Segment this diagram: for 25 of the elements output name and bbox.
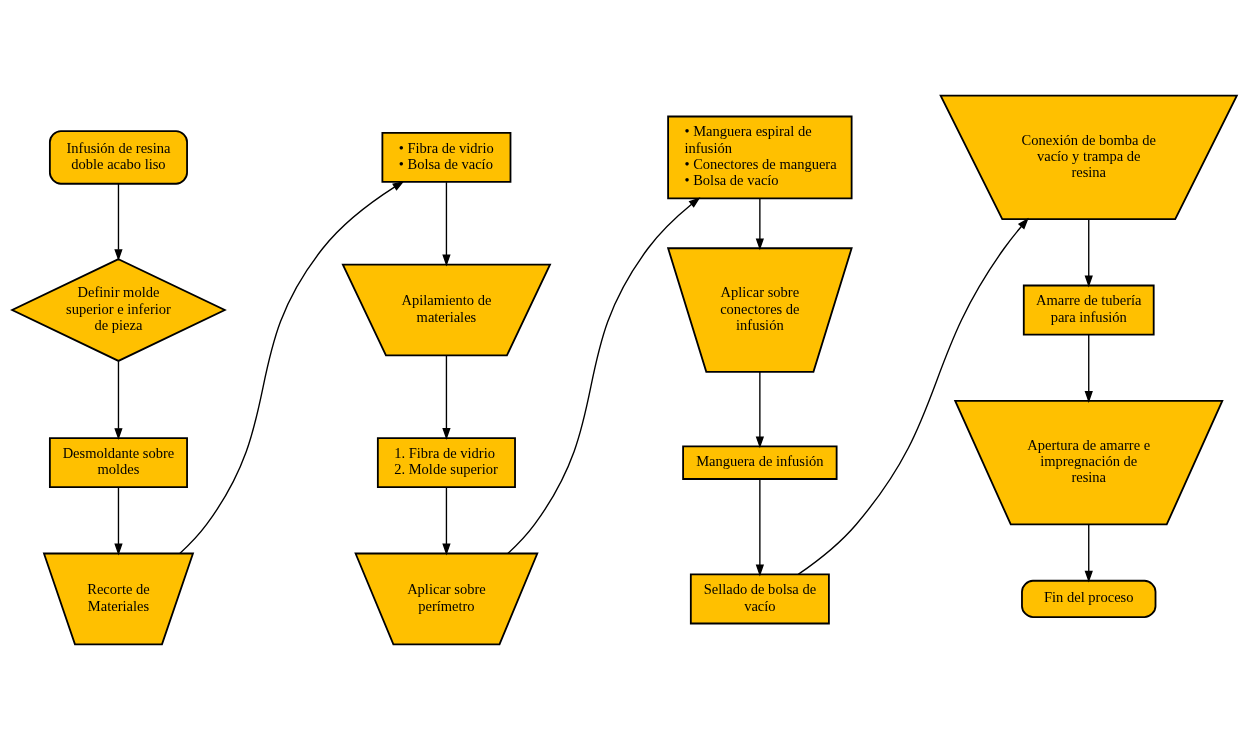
arrow (1084, 523, 1093, 583)
arrow (442, 181, 451, 267)
arrow (179, 180, 405, 555)
node-box: Infusión de resina doble acabo liso (48, 130, 188, 185)
node-box: Sellado de bolsa de vacío (689, 573, 830, 625)
node-diamond: Definir molde superior e inferior de pieza (10, 258, 227, 362)
arrow (114, 486, 123, 556)
node-box: • Manguera espiral de infusión • Conectores de manguera • Bolsa de vacío (667, 115, 853, 200)
arrow (114, 360, 123, 440)
node-box: Fin del proceso (1021, 579, 1157, 618)
arrow (507, 197, 701, 555)
node-box: Manguera de infusión (682, 445, 838, 480)
arrow (1084, 218, 1093, 288)
arrow (442, 486, 451, 556)
arrow (755, 197, 764, 251)
node-box: 1. Fibra de vidrio 2. Molde superior (376, 437, 516, 489)
arrow (755, 371, 764, 449)
arrow (114, 183, 123, 262)
arrow (442, 355, 451, 440)
arrow (797, 217, 1029, 576)
node-box: • Fibra de vidrio • Bolsa de vacío (381, 131, 512, 183)
arrow (755, 478, 764, 577)
node-box: Desmoldante sobre moldes (48, 437, 188, 489)
node-box: Amarre de tubería para infusión (1022, 284, 1155, 336)
arrow (1084, 334, 1093, 403)
